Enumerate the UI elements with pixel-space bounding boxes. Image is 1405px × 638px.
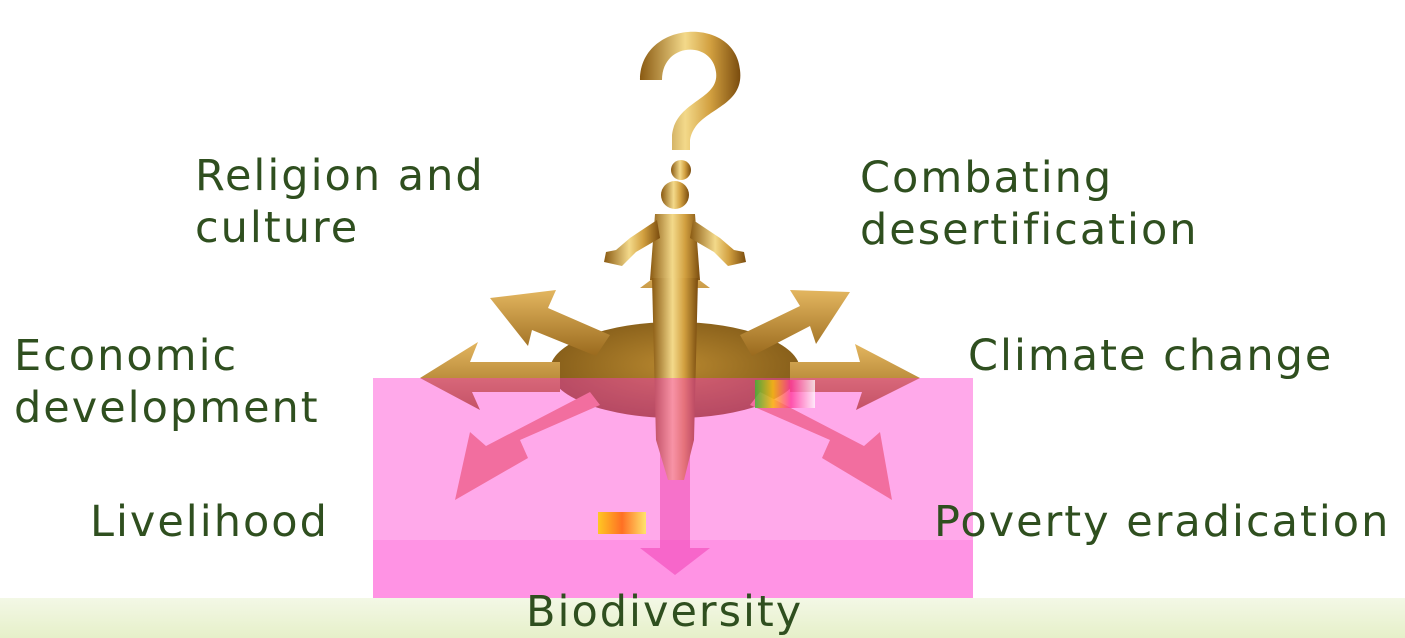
figure-head [661, 181, 689, 209]
label-combating-line2: desertification [860, 204, 1199, 256]
label-combating-line1: Combating [860, 152, 1199, 204]
arrow-northwest [490, 290, 610, 356]
question-dot [671, 160, 691, 180]
label-economic-line2: development [14, 382, 320, 434]
label-combating-desertification: Combating desertification [860, 152, 1199, 256]
label-climate-change: Climate change [968, 330, 1333, 382]
label-livelihood: Livelihood [90, 496, 329, 548]
label-economic-development: Economic development [14, 330, 320, 434]
label-religion-culture: Religion and culture [195, 150, 485, 254]
label-biodiversity: Biodiversity [526, 586, 803, 638]
label-economic-line1: Economic [14, 330, 320, 382]
question-mark [640, 32, 740, 150]
glitch-artifact-right [755, 380, 815, 408]
arrow-northeast [740, 290, 850, 356]
glitch-artifact-center [598, 512, 646, 534]
label-religion-line2: culture [195, 202, 485, 254]
label-poverty-eradication: Poverty eradication [934, 496, 1390, 548]
label-religion-line1: Religion and [195, 150, 485, 202]
